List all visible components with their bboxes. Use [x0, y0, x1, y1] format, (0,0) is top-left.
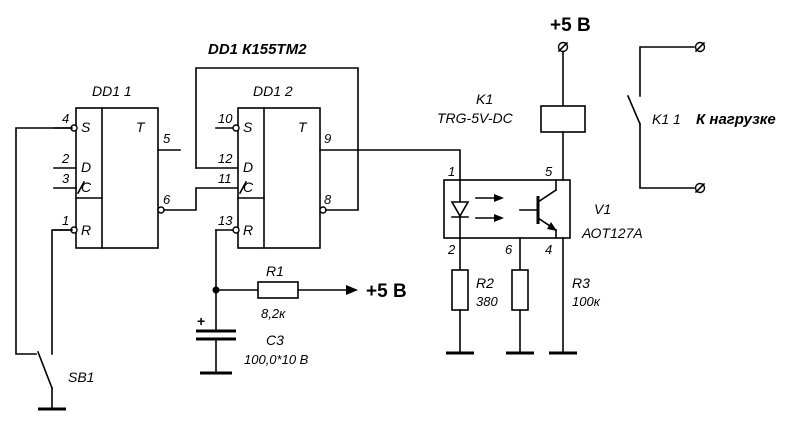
relay-coil: [540, 105, 586, 133]
load-label: К нагрузке: [696, 111, 776, 128]
sb1-contact: [36, 350, 54, 390]
dd1-1-pin-3: 3: [62, 171, 70, 186]
v1-pin-4: 4: [545, 242, 552, 257]
dd1-2-input-r: R: [243, 222, 253, 238]
dd1-2-pin-8: 8: [324, 192, 332, 207]
transistor-emitter-arrow-icon: [547, 222, 557, 231]
dd1-2-name: DD1 2: [253, 83, 293, 99]
r3-name: R3: [572, 275, 590, 291]
load-terminal-top-mark: [694, 41, 706, 53]
dd1-2-func-label: T: [298, 119, 308, 135]
dd1-1-func-label: T: [136, 119, 146, 135]
light-arrow-2-head: [494, 214, 504, 222]
k1-name: K1: [476, 91, 493, 107]
dd1-1-input-c: C: [81, 179, 92, 195]
k1-type: TRG-5V-DC: [437, 110, 514, 126]
dd1-2-pin-11: 11: [218, 171, 232, 186]
dd1-1-chip: [75, 107, 159, 249]
dd1-1-pin-6: 6: [163, 192, 171, 207]
dd1-2-pin-9: 9: [324, 131, 331, 146]
r1-arrow-icon: [346, 285, 358, 295]
supply-top-label: +5 В: [550, 15, 591, 36]
load-wire-bottom: [639, 123, 695, 189]
v1-pin-2: 2: [447, 242, 456, 257]
r1-value: 8,2к: [261, 306, 286, 321]
dd1-2-pin-12: 12: [218, 151, 233, 166]
dd1-1-pin-5: 5: [163, 131, 171, 146]
dd1-2-pin-qn-bubble: [319, 206, 327, 214]
c3-name: C3: [266, 332, 284, 348]
r1-name: R1: [266, 263, 284, 279]
light-arrow-1-head: [494, 194, 504, 202]
dd1-1-pin-2: 2: [61, 151, 70, 166]
supply-terminal-mark: [557, 41, 569, 53]
v1-name: V1: [594, 201, 611, 217]
load-terminal-bottom-mark: [694, 182, 706, 194]
dd1-2-chip: [237, 107, 321, 249]
dd1-2-input-c: C: [243, 179, 254, 195]
dd1-1-name: DD1 1: [92, 83, 132, 99]
sb1-name: SB1: [68, 369, 94, 385]
dd1-2-pin-13: 13: [218, 213, 233, 228]
wire-sb1-to-s: [15, 127, 73, 355]
dd1-2-pin-s-bubble: [232, 124, 240, 132]
dd1-1-pin-4: 4: [62, 111, 69, 126]
r2-name: R2: [476, 275, 494, 291]
dd1-1-c-slash: [76, 180, 86, 195]
dd1-1-pin-1: 1: [62, 213, 69, 228]
transistor-collector: [536, 188, 558, 204]
title: DD1 К155ТМ2: [208, 41, 307, 58]
wire-sb1-to-r: [51, 229, 73, 355]
c3-plus-sign: +: [197, 313, 205, 329]
r1-body: [257, 281, 299, 299]
v1-pin-1: 1: [448, 164, 455, 179]
c3-value: 100,0*10 В: [244, 352, 309, 367]
dd1-1-pin-qn-bubble: [157, 206, 165, 214]
supply-r1-label: +5 В: [366, 281, 407, 302]
wire-9-to-opto: [319, 149, 461, 181]
r2-body: [451, 269, 469, 311]
r3-body: [511, 269, 529, 311]
dd1-1-input-d: D: [81, 159, 91, 175]
dd1-2-input-d: D: [243, 159, 253, 175]
dd1-2-c-slash: [238, 180, 248, 195]
dd1-2-input-s: S: [243, 119, 253, 135]
v1-type: АОТ127А: [581, 225, 643, 241]
dd1-1-input-r: R: [81, 222, 91, 238]
wire-6-to-11: [163, 187, 239, 211]
dd1-2-pin-r-bubble: [232, 226, 240, 234]
r2-value: 380: [476, 294, 498, 309]
wire-feedback-8-to-12: [195, 67, 359, 211]
load-wire-top: [639, 46, 695, 97]
v1-pin-5: 5: [545, 164, 553, 179]
led-icon: [450, 201, 470, 218]
dd1-2-pin-10: 10: [218, 111, 233, 126]
load-contact-blade: [626, 94, 642, 126]
r3-value: 100к: [572, 294, 601, 309]
k1-contact-name: K1 1: [652, 111, 681, 127]
dd1-1-input-s: S: [81, 119, 91, 135]
v1-pin-6: 6: [505, 242, 513, 257]
